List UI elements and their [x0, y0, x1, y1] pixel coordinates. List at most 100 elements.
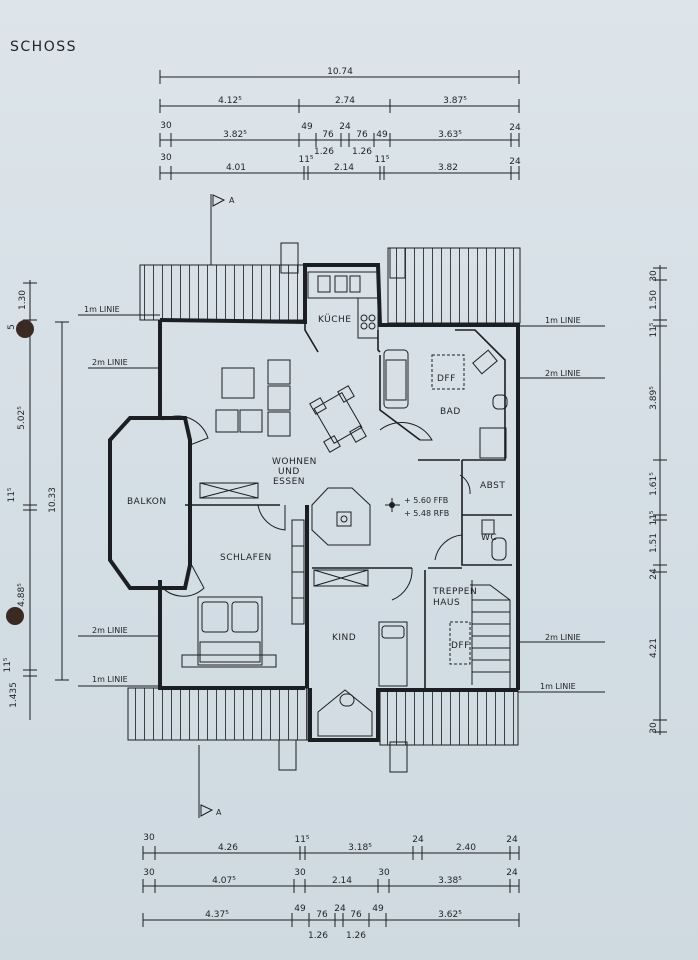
dim-label: 76: [350, 910, 362, 920]
dim-label: 76: [356, 130, 368, 140]
dim-label: 1.51: [649, 533, 659, 553]
dim-label: 3.38⁵: [438, 876, 462, 886]
dim-label: 4.21: [649, 638, 659, 658]
room-label-essen: ESSEN: [273, 477, 305, 487]
line-label-2m: 2m LINIE: [545, 369, 581, 378]
dim-label: 30: [160, 121, 172, 131]
line-label-1m: 1m LINIE: [84, 305, 120, 314]
staircase: [449, 580, 511, 690]
room-label-treppen: TREPPEN: [432, 587, 477, 597]
room-label-kueche: KÜCHE: [318, 314, 352, 325]
dim-label: 3.89⁵: [649, 386, 659, 410]
room-label-wohnen: WOHNEN: [272, 457, 317, 467]
dim-label: 24: [649, 568, 659, 580]
dim-label: 24: [506, 835, 518, 845]
wc-fixtures: [481, 519, 507, 561]
dff-label-bad: DFF: [437, 374, 456, 384]
dim-label: 1.30: [18, 290, 28, 310]
punch-hole: [6, 607, 24, 625]
line-label-2m: 2m LINIE: [92, 358, 128, 367]
dim-label: 3.87⁵: [443, 96, 467, 106]
dim-label: 24: [334, 904, 346, 914]
dff-label-treppe: DFF: [451, 641, 470, 651]
dim-label: 24: [506, 868, 518, 878]
dim-label: 3.18⁵: [348, 843, 372, 853]
dim-label: 76: [316, 910, 328, 920]
line-label-1m: 1m LINIE: [545, 316, 581, 325]
dim-label: 1.50: [649, 290, 659, 310]
walls: [158, 263, 520, 742]
section-letter: A: [229, 196, 235, 205]
dim-label: 5: [7, 324, 17, 330]
door-arcs: [257, 421, 471, 601]
dim-label: 30: [143, 833, 155, 843]
dim-label: 4.12⁵: [218, 96, 242, 106]
kitchen-furniture: [307, 271, 379, 339]
dim-label: 5.02⁵: [17, 406, 27, 430]
roof-hatching: [127, 242, 521, 773]
room-label-kind: KIND: [332, 633, 356, 643]
balcony: [108, 415, 209, 597]
bottom-dimension-labels: 30 4.26 11⁵ 3.18⁵ 24 2.40 24 30 4.07⁵ 30…: [143, 833, 518, 941]
dim-label: 1.435: [9, 682, 19, 708]
dim-label: 4.37⁵: [205, 910, 229, 920]
dim-label: 2.40: [456, 843, 476, 853]
room-label-abst: ABST: [480, 481, 505, 491]
dim-label: 30: [649, 722, 659, 734]
dim-label: 11⁵: [374, 155, 389, 165]
dim-label: 76: [322, 130, 334, 140]
dim-total-width: 10.74: [327, 67, 353, 77]
dim-label: 3.82: [438, 163, 458, 173]
dim-label: 2.14: [334, 163, 354, 173]
kids-room-furniture: [313, 569, 408, 737]
line-label-1m: 1m LINIE: [540, 682, 576, 691]
dim-label: 1.61⁵: [649, 472, 659, 496]
dim-label: 1.26: [346, 931, 366, 941]
room-label-balkon: BALKON: [127, 497, 167, 507]
room-label-haus: HAUS: [433, 598, 460, 608]
dim-label: 2.74: [335, 96, 355, 106]
dim-label: 4.07⁵: [212, 876, 236, 886]
level-ffb: + 5.60 FFB: [404, 496, 448, 505]
dim-label: 11⁵: [3, 657, 13, 672]
dim-label: 11⁵: [649, 322, 659, 337]
level-marker: [385, 498, 400, 512]
line-label-1m: 1m LINIE: [92, 675, 128, 684]
level-rfb: + 5.48 RFB: [404, 509, 449, 518]
dim-label: 2.14: [332, 876, 352, 886]
bottom-dimension-chains: [142, 846, 520, 927]
top-dimension-labels: 10.74 4.12⁵ 2.74 3.87⁵ 30 3.82⁵ 49 76 24…: [160, 67, 521, 173]
dim-label: 11⁵: [649, 510, 659, 525]
room-labels: KÜCHE DFF BAD WOHNEN UND ESSEN BALKON SC…: [127, 314, 505, 651]
dim-label: 30: [649, 270, 659, 282]
line-label-2m: 2m LINIE: [92, 626, 128, 635]
dim-label: 24: [412, 835, 424, 845]
dim-label: 24: [509, 157, 521, 167]
dim-label: 30: [143, 868, 155, 878]
height-lines: 1m LINIE 2m LINIE 1m LINIE 2m LINIE 2m L…: [78, 305, 605, 693]
dim-total-height: 10.33: [48, 487, 58, 513]
bedroom-furniture: [181, 519, 305, 668]
section-marker-top: A: [210, 194, 235, 265]
dim-label: 1.26: [352, 147, 372, 157]
dim-label: 24: [509, 123, 521, 133]
dim-label: 1.26: [314, 147, 334, 157]
dim-label: 30: [294, 868, 306, 878]
bathroom-furniture: [383, 349, 508, 459]
dim-label: 11⁵: [7, 487, 17, 502]
room-label-und: UND: [278, 467, 300, 477]
right-dimension-chains: 30 1.50 11⁵ 3.89⁵ 1.61⁵ 11⁵ 1.51 24 4.21…: [649, 265, 667, 735]
punch-hole: [16, 320, 34, 338]
dim-label: 4.01: [226, 163, 246, 173]
dim-label: 3.63⁵: [438, 130, 462, 140]
section-letter: A: [216, 808, 222, 817]
room-label-wc: WC: [481, 533, 497, 543]
dim-label: 4.26: [218, 843, 238, 853]
page-title: SCHOSS: [10, 39, 77, 55]
dim-label: 11⁵: [298, 155, 313, 165]
dim-label: 3.62⁵: [438, 910, 462, 920]
dim-label: 49: [301, 122, 313, 132]
dim-label: 11⁵: [294, 835, 309, 845]
dim-label: 1.26: [308, 931, 328, 941]
